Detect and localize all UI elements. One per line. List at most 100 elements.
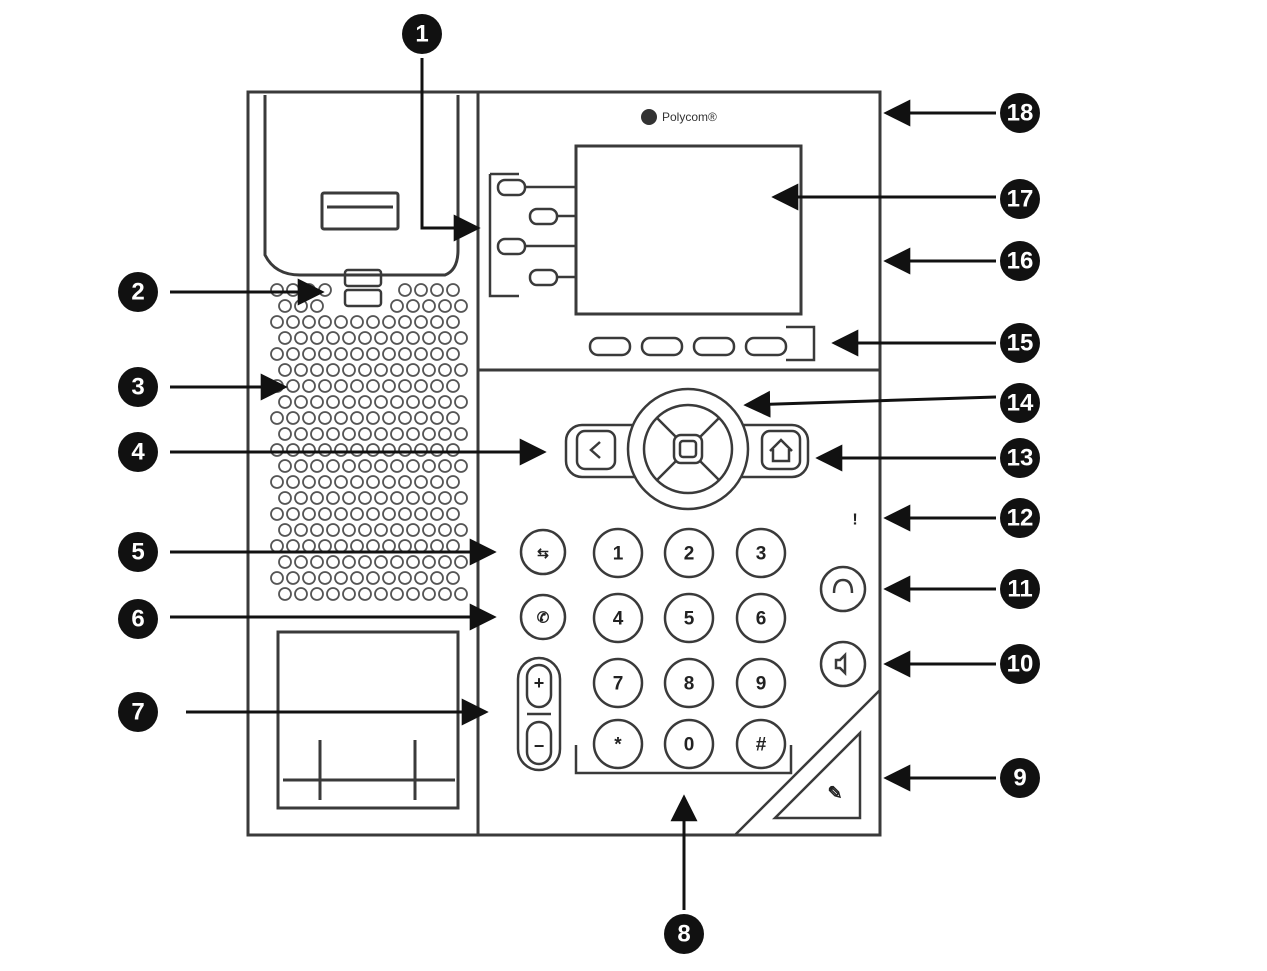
grille-hole	[358, 491, 372, 505]
grille-hole	[430, 475, 444, 489]
volume-up-key[interactable]	[525, 663, 553, 709]
line-key-4[interactable]	[528, 268, 559, 287]
grille-hole	[438, 299, 452, 313]
dialpad-key-4[interactable]	[592, 592, 644, 644]
grille-hole	[390, 299, 404, 313]
grille-hole	[342, 331, 356, 345]
grille-hole	[334, 507, 348, 521]
grille-hole	[406, 395, 420, 409]
select-key[interactable]	[672, 433, 704, 465]
grille-hole	[382, 347, 396, 361]
transfer-key[interactable]	[519, 528, 567, 576]
grille-hole	[454, 555, 468, 569]
line-key-3[interactable]	[496, 237, 527, 256]
grille-hole	[438, 331, 452, 345]
grille-hole	[278, 363, 292, 377]
grille-hole	[366, 411, 380, 425]
grille-hole	[294, 555, 308, 569]
grille-hole	[430, 283, 444, 297]
headset-key[interactable]	[819, 565, 867, 613]
home-key[interactable]	[760, 429, 802, 471]
grille-hole	[382, 443, 396, 457]
grille-hole	[382, 507, 396, 521]
grille-hole	[270, 571, 284, 585]
soft-key-4[interactable]	[744, 336, 788, 357]
grille-hole	[422, 523, 436, 537]
grille-hole	[430, 315, 444, 329]
line-key-2[interactable]	[528, 207, 559, 226]
grille-hole	[398, 475, 412, 489]
grille-hole	[302, 347, 316, 361]
grille-hole	[446, 283, 460, 297]
grille-hole	[406, 427, 420, 441]
mute-icon: ✎	[827, 783, 842, 803]
speakerphone-key[interactable]	[819, 640, 867, 688]
grille-hole	[390, 555, 404, 569]
grille-hole	[422, 491, 436, 505]
dialpad-key-9[interactable]	[735, 657, 787, 709]
dialpad-key-star[interactable]	[592, 718, 644, 770]
grille-hole	[302, 283, 316, 297]
dialpad-key-hash[interactable]	[735, 718, 787, 770]
grille-hole	[310, 491, 324, 505]
grille-hole	[358, 459, 372, 473]
grille-hole	[270, 347, 284, 361]
grille-hole	[374, 459, 388, 473]
callout-badge-6	[118, 599, 158, 639]
grille-hole	[374, 331, 388, 345]
volume-down-key[interactable]	[525, 720, 553, 766]
grille-hole	[374, 395, 388, 409]
grille-hole	[350, 443, 364, 457]
mute-key[interactable]	[771, 729, 862, 820]
grille-hole	[270, 507, 284, 521]
grille-hole	[318, 507, 332, 521]
grille-hole	[358, 523, 372, 537]
grille-hole	[334, 443, 348, 457]
grille-hole	[350, 347, 364, 361]
grille-hole	[382, 571, 396, 585]
dialpad-key-8[interactable]	[663, 657, 715, 709]
callout-number: 1	[415, 21, 428, 48]
grille-hole	[270, 475, 284, 489]
grille-hole	[302, 475, 316, 489]
grille-hole	[302, 443, 316, 457]
grille-hole	[286, 379, 300, 393]
callout-number: 2	[131, 279, 144, 306]
line-key-1[interactable]	[496, 178, 527, 197]
grille-hole	[390, 395, 404, 409]
callout-badge-18	[1000, 93, 1040, 133]
dialpad-key-0[interactable]	[663, 718, 715, 770]
grille-hole	[278, 587, 292, 601]
grille-hole	[454, 395, 468, 409]
dialpad-key-5[interactable]	[663, 592, 715, 644]
grille-hole	[414, 507, 428, 521]
grille-hole	[278, 555, 292, 569]
grille-hole	[446, 347, 460, 361]
grille-hole	[382, 539, 396, 553]
callout-number: 12	[1007, 505, 1034, 532]
dialpad-key-3[interactable]	[735, 527, 787, 579]
redial-key[interactable]	[519, 593, 567, 641]
soft-key-1[interactable]	[588, 336, 632, 357]
callout-number: 9	[1013, 765, 1026, 792]
grille-hole	[278, 331, 292, 345]
soft-key-3[interactable]	[692, 336, 736, 357]
dialpad-key-2[interactable]	[663, 527, 715, 579]
dialpad-key-7[interactable]	[592, 657, 644, 709]
grille-hole	[390, 491, 404, 505]
line-keys	[488, 172, 576, 298]
soft-key-2[interactable]	[640, 336, 684, 357]
grille-hole	[430, 347, 444, 361]
callout-badge-12	[1000, 498, 1040, 538]
grille-hole	[350, 315, 364, 329]
grille-hole	[438, 555, 452, 569]
grille-hole	[398, 571, 412, 585]
callout-badge-1	[402, 14, 442, 54]
callout-badge-8	[664, 914, 704, 954]
dialpad-key-1[interactable]	[592, 527, 644, 579]
grille-hole	[334, 571, 348, 585]
back-key[interactable]	[575, 429, 617, 471]
dialpad-key-6[interactable]	[735, 592, 787, 644]
navigation-cluster	[564, 387, 810, 511]
grille-hole	[438, 427, 452, 441]
